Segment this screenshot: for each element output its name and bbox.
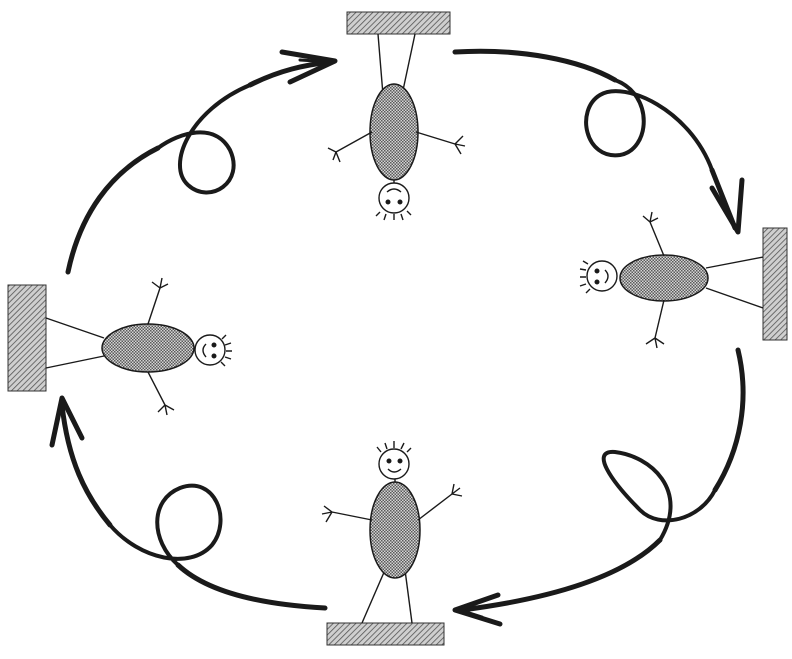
figure-head: [379, 449, 409, 479]
floor-surface: [327, 623, 444, 645]
figure-head: [195, 335, 225, 365]
figure-body: [370, 482, 420, 578]
figure-body: [102, 324, 194, 372]
ceiling-surface: [347, 12, 450, 34]
arrow-top-right: [455, 51, 742, 232]
right-wall-surface: [763, 228, 787, 340]
figure-bottom-floor: [322, 441, 462, 645]
arrow-bottom-right: [455, 350, 743, 624]
arrow-top-left: [68, 52, 335, 272]
arrow-bottom-left: [52, 398, 325, 608]
figure-body: [620, 255, 708, 301]
figure-body: [370, 84, 418, 180]
figure-head: [587, 261, 617, 291]
left-wall-surface: [8, 285, 46, 391]
figure-left-wall: [8, 278, 232, 415]
figure-top-upside-down: [328, 12, 465, 220]
figure-right-wall: [580, 212, 787, 348]
figure-head: [379, 183, 409, 213]
